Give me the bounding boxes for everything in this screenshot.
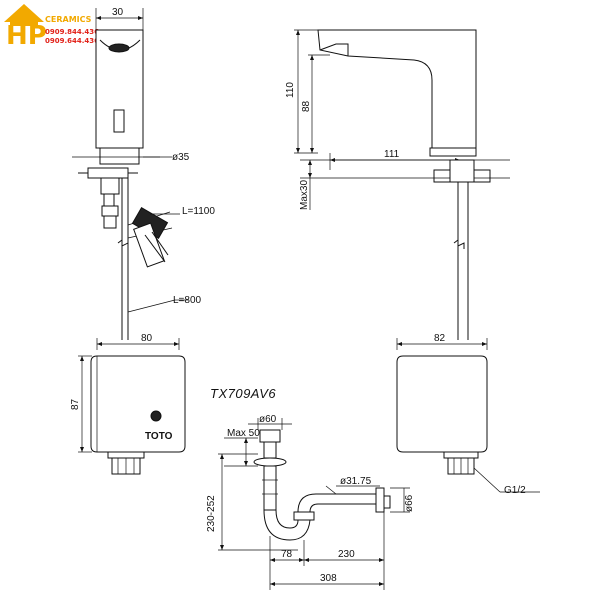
front-dim-top: 30 <box>112 7 124 18</box>
side-dim-thread: G1/2 <box>504 485 526 496</box>
side-view: 110 88 111 Max30 82 <box>285 29 540 496</box>
indicator-led <box>150 410 162 422</box>
trap-dim-height: 230-252 <box>206 495 217 532</box>
control-box-side <box>396 355 488 453</box>
p-trap-drawing: ø60 Max 50 ø31.75 ø66 <box>206 414 415 590</box>
brand-phone-2: 0909.644.436 <box>45 37 99 45</box>
brand-logo: HP CERAMICS 0909.844.436 0909.644.436 <box>4 4 99 51</box>
model-number: TX709AV6 <box>210 386 276 401</box>
faucet-body-side <box>317 29 477 149</box>
side-dim-box-width: 82 <box>434 333 446 344</box>
trap-dim-length: 230 <box>338 549 355 560</box>
trap-dim-offset: 78 <box>281 549 293 560</box>
sensor-cable-coil <box>131 207 169 268</box>
sensor-window <box>113 109 125 133</box>
side-dim-height-total: 110 <box>285 82 296 98</box>
side-dim-reach: 111 <box>384 149 400 160</box>
spout-outlet <box>108 43 130 53</box>
unit-logo: TOTO <box>145 431 173 442</box>
brand-logo-sub: CERAMICS <box>45 15 92 24</box>
trap-dim-flange: ø60 <box>259 414 277 425</box>
side-dim-deck: Max30 <box>299 180 310 210</box>
front-dim-hole: ø35 <box>172 152 190 163</box>
front-dim-box-width: 80 <box>141 333 153 344</box>
trap-dim-pipe: ø31.75 <box>340 476 372 487</box>
front-dim-cable-2: L=800 <box>173 295 202 306</box>
front-view: 30 ø35 L=1100 <box>70 7 215 475</box>
trap-dim-max: Max 50 <box>227 428 260 439</box>
brand-phone-1: 0909.844.436 <box>45 28 99 36</box>
front-dim-box-height: 87 <box>70 398 81 410</box>
side-dim-height-spout: 88 <box>301 100 312 112</box>
control-box-front <box>90 355 186 453</box>
brand-logo-text: HP <box>6 21 47 51</box>
trap-dim-total: 308 <box>320 573 337 584</box>
trap-dim-wall: ø66 <box>404 494 415 512</box>
front-dim-cable-1: L=1100 <box>182 206 215 217</box>
